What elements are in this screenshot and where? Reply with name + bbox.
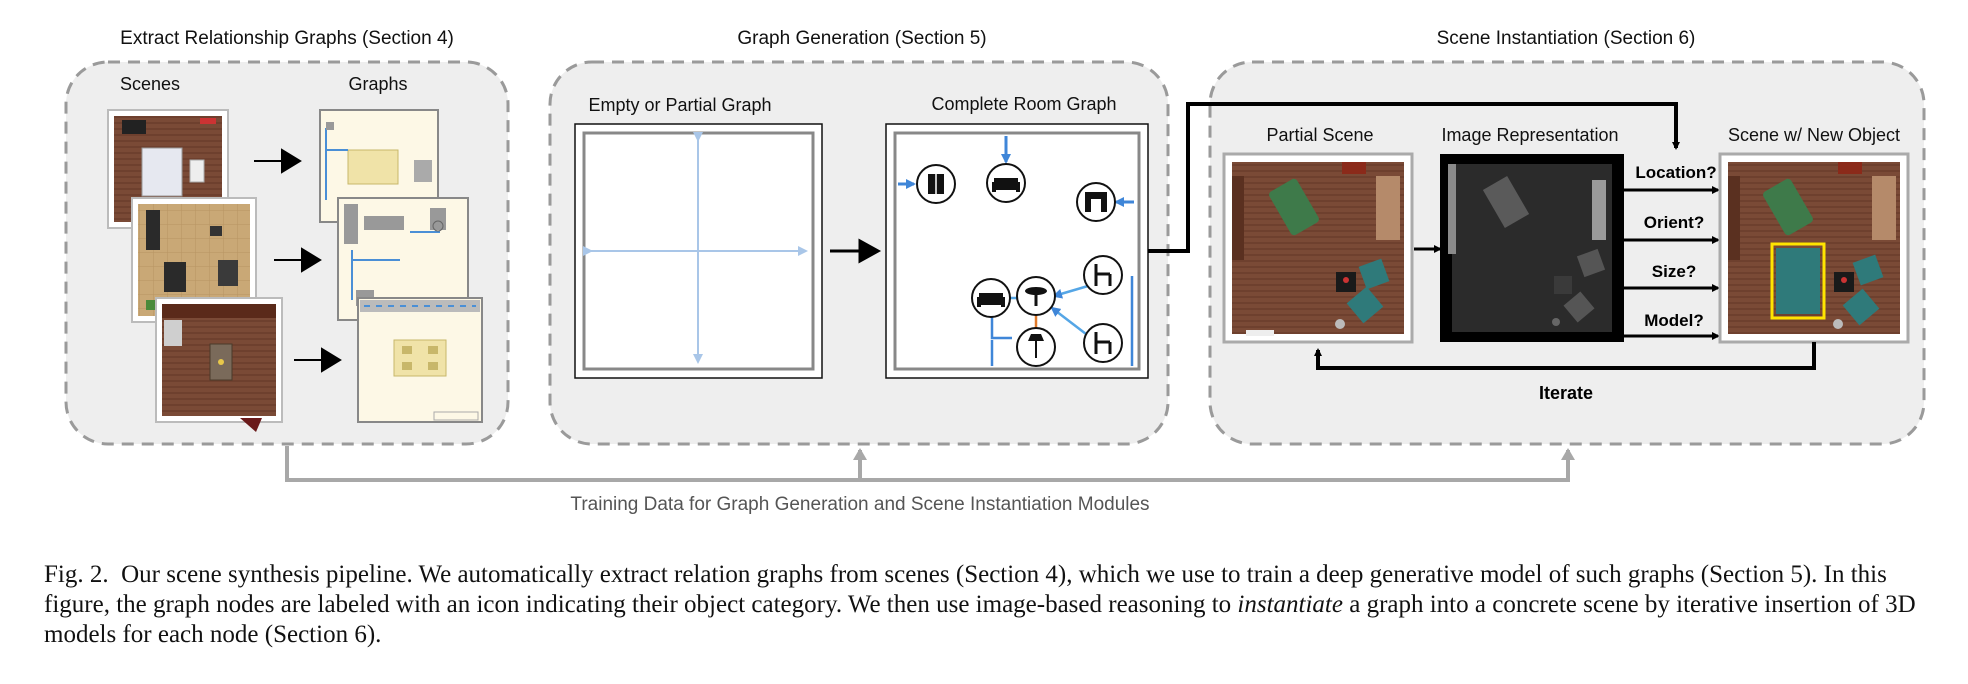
new-object-highlight [1770, 242, 1826, 320]
node-chair-icon-2 [1083, 323, 1123, 363]
graphs-label: Graphs [348, 74, 407, 94]
question-orient: Orient? [1624, 213, 1720, 244]
training-data-label: Training Data for Graph Generation and S… [570, 494, 1149, 515]
figure-caption: Fig. 2. Our scene synthesis pipeline. We… [44, 560, 1944, 650]
section-title-extract: Extract Relationship Graphs (Section 4) [120, 28, 454, 49]
svg-text:Model?: Model? [1644, 311, 1704, 330]
question-location: Location? [1624, 163, 1720, 194]
image-representation [1440, 154, 1624, 342]
section-title-instantiation: Scene Instantiation (Section 6) [1437, 28, 1696, 49]
node-sofa-icon [986, 163, 1026, 203]
complete-graph-box [885, 123, 1149, 379]
caption-text-1: Our scene synthesis pipeline. We automat… [44, 561, 1887, 618]
caption-text-2: a graph into a concrete scene by iterati… [44, 591, 1916, 648]
node-chair-icon [1083, 255, 1123, 295]
graph-thumbnail-dining [357, 297, 483, 423]
iterate-label: Iterate [1539, 383, 1593, 403]
caption-emphasis: instantiate [1237, 591, 1343, 618]
arrow-scene-to-graph-3 [294, 347, 342, 373]
scene-thumbnail-dining [155, 297, 283, 432]
section-title-generation: Graph Generation (Section 5) [737, 28, 986, 49]
connector-graph-to-scene [1148, 102, 1680, 253]
scenes-label: Scenes [120, 74, 180, 94]
empty-graph-label: Empty or Partial Graph [588, 95, 771, 115]
svg-text:Location?: Location? [1635, 163, 1716, 182]
complete-graph-label: Complete Room Graph [931, 94, 1116, 114]
partial-scene-image [1222, 152, 1414, 344]
arrow-empty-to-complete [830, 238, 882, 264]
partial-scene-label: Partial Scene [1266, 125, 1373, 145]
svg-text:Size?: Size? [1652, 262, 1696, 281]
arrow-scene-to-graph-1 [254, 148, 302, 174]
question-size: Size? [1624, 262, 1720, 292]
new-object-label: Scene w/ New Object [1728, 125, 1900, 145]
node-table-icon [1016, 276, 1056, 316]
pipeline-figure: Extract Relationship Graphs (Section 4) … [64, 28, 1926, 515]
new-object-scene-image [1718, 152, 1910, 344]
training-data-line [285, 446, 1575, 482]
empty-graph-box [574, 123, 823, 379]
node-lamp-icon [1016, 327, 1056, 367]
question-model: Model? [1624, 311, 1720, 340]
image-representation-label: Image Representation [1441, 125, 1618, 145]
caption-label: Fig. 2. [44, 561, 109, 588]
svg-text:Orient?: Orient? [1644, 213, 1704, 232]
iterate-arrow [1314, 342, 1816, 370]
arrow-scene-to-graph-2 [274, 247, 322, 273]
node-fireplace-icon [1076, 182, 1116, 222]
node-wardrobe-icon [916, 164, 956, 204]
node-sofa-icon-2 [971, 278, 1011, 318]
